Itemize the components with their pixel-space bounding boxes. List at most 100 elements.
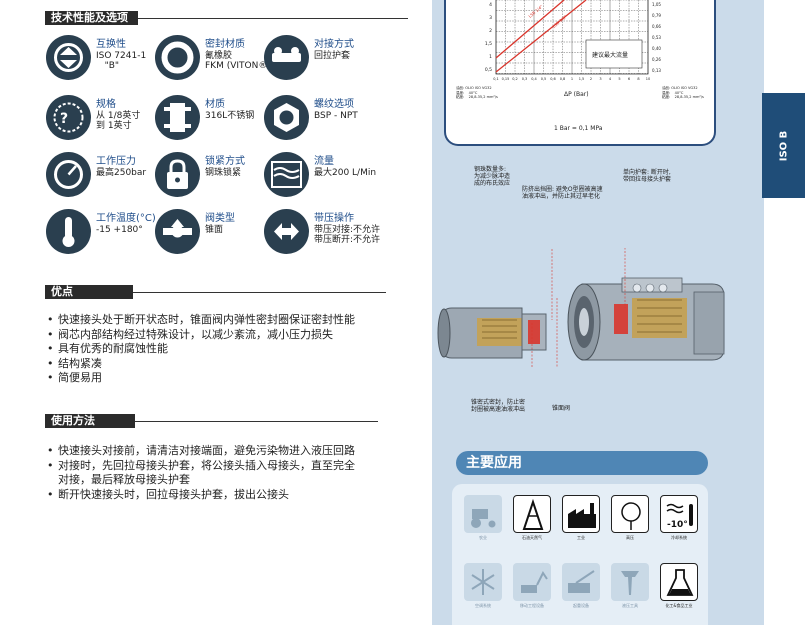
recommend-box: [585, 39, 643, 69]
spec-value: 钢珠锁紧: [205, 168, 242, 178]
y2-tick-label: 0,79: [652, 13, 661, 18]
y2-tick-label: 0,66: [652, 24, 661, 29]
lock-icon: [155, 152, 200, 197]
spec-value: BSP - NPT: [314, 111, 358, 121]
x-tick-label: 0,3: [522, 77, 528, 81]
advantages-list: 快速接头处于断开状态时，锥面阀内弹性密封圈保证密封性能阀芯内部结构经过特殊设计，…: [47, 313, 355, 386]
x-tick-label: 0,5: [541, 77, 547, 81]
left-oil-note: 油品: OLIO ISO VG32 温度: 40°C 粘度: 28,8-35,2…: [456, 86, 498, 99]
spec-title: 对接方式: [314, 39, 354, 50]
y2-tick-label: 0,13: [652, 68, 661, 73]
application-item: 移动工程设备: [513, 563, 551, 609]
plot-frame: [495, 0, 649, 75]
cooling-icon: -10°: [660, 495, 698, 533]
application-label: 空调系统: [475, 603, 491, 608]
spec-title: 螺纹选项: [314, 99, 354, 110]
line-label-1: LSB 1/4": [527, 4, 543, 19]
female-socket-illustration: [567, 277, 725, 361]
pressure-gauge-icon: [46, 152, 91, 197]
unit-note: 1 Bar = 0,1 MPa: [554, 125, 603, 132]
spec-value: ISO 7241-1 "B": [96, 51, 147, 71]
application-item: 空调系统: [464, 563, 502, 609]
spec-title: 工作压力: [96, 156, 136, 167]
spec-title: 工作温度(°C): [96, 213, 156, 224]
application-item: 高压: [611, 495, 649, 541]
application-label: 农业: [479, 535, 487, 540]
x-tick-label: 1,5: [579, 77, 585, 81]
factory-icon: [562, 495, 600, 533]
specs-section-header: 技术性能及选项: [45, 11, 408, 25]
applications-title: 主要应用: [456, 451, 708, 475]
advantages-section-title: 优点: [45, 285, 133, 299]
spec-value: 回拉护套: [314, 51, 351, 61]
y-tick-label: 1,5: [485, 41, 492, 47]
excavator-icon: [513, 563, 551, 601]
x-tick-label: 0,2: [512, 77, 518, 81]
x-tick-label: 0,15: [502, 77, 510, 81]
application-label: 液压工具: [622, 603, 638, 608]
spec-title: 规格: [96, 99, 116, 110]
spec-title: 互换性: [96, 39, 126, 50]
application-item: 液压工具: [611, 563, 649, 609]
application-item: 起重设备: [562, 563, 600, 609]
thermometer-icon: [46, 209, 91, 254]
spec-value: 最大200 L/Min: [314, 168, 377, 178]
material-icon: [155, 95, 200, 140]
x-tick-label: 10: [646, 77, 650, 81]
x-tick-label: 0,1: [493, 77, 499, 81]
callout-face-seal: 锥密式密封，防止密 封圈被高速油液冲出: [471, 399, 526, 413]
application-label: 移动工程设备: [520, 603, 544, 608]
hand-coupling-icon: [264, 35, 309, 80]
list-item: 具有优秀的耐腐蚀性能: [47, 342, 355, 357]
iso-b-tab[interactable]: ISO B: [762, 93, 805, 198]
spec-value: 316L不锈钢: [205, 111, 255, 121]
spec-title: 锁紧方式: [205, 156, 245, 167]
x-tick-label: 4: [609, 77, 612, 81]
x-tick-label: 5: [618, 77, 620, 81]
y2-tick-label: 0,53: [652, 35, 661, 40]
oil-rig-icon: [513, 495, 551, 533]
x-tick-label: 0,8: [560, 77, 566, 81]
list-item: 快速接头处于断开状态时，锥面阀内弹性密封圈保证密封性能: [47, 313, 355, 328]
list-item: 断开快速接头时，回拉母接头护套，拔出公接头: [47, 488, 355, 503]
valve-icon: [155, 209, 200, 254]
y-tick-label: 4: [489, 2, 492, 8]
spec-title: 带压操作: [314, 213, 354, 224]
divider: [135, 420, 378, 422]
crane-icon: [562, 563, 600, 601]
application-label: 高压: [626, 535, 634, 540]
spec-value: 带压对接:不允许 带压断开:不允许: [314, 225, 381, 245]
y-tick-label: 1: [489, 54, 492, 60]
male-plug-illustration: [437, 307, 547, 359]
callout-valve: 锥面阀: [552, 405, 571, 412]
right-oil-note: 油品: OLIO ISO VG32 温度: 40°C 粘度: 28,8-35,2…: [662, 86, 704, 99]
callout-sleeve: 单向护套: 断开时, 带回拉母接头护套: [623, 169, 672, 183]
spec-title: 材质: [205, 99, 225, 110]
x-axis-label: ΔP (Bar): [564, 91, 589, 98]
list-item: 对接时，先回拉母接头护套，将公接头插入母接头，直至完全 对接，最后释放母接头护套: [47, 459, 355, 488]
specs-section-title: 技术性能及选项: [45, 11, 138, 25]
interchange-icon: [46, 35, 91, 80]
application-item: 农业: [464, 495, 502, 541]
usage-section-header: 使用方法: [45, 414, 378, 428]
y2-tick-label: 1,05: [652, 2, 661, 7]
application-item: 石油天然气: [513, 495, 551, 541]
spec-value: 从 1/8英寸 到 1英寸: [96, 111, 141, 131]
application-item: 化工&食品工业: [660, 563, 698, 609]
usage-section-title: 使用方法: [45, 414, 135, 428]
svg-text:-10°: -10°: [667, 520, 688, 530]
y-tick-label: 3: [489, 15, 492, 21]
coupling-cutaway: [432, 188, 764, 398]
spec-title: 流量: [314, 156, 334, 167]
x-tick-label: 8: [637, 77, 639, 81]
hydraulic-tool-icon: [611, 563, 649, 601]
y2-tick-label: 0,40: [652, 46, 661, 51]
coupling-illustration: [437, 188, 725, 398]
x-tick-label: 0,6: [550, 77, 556, 81]
divider: [138, 17, 408, 19]
gauge-size-icon: ?: [46, 95, 91, 140]
application-label: 起重设备: [573, 603, 589, 608]
callout-anti-extrusion: 防挤出挡圈: 避免O型圈被高速 油液冲出，并防止其过早老化: [522, 186, 603, 200]
